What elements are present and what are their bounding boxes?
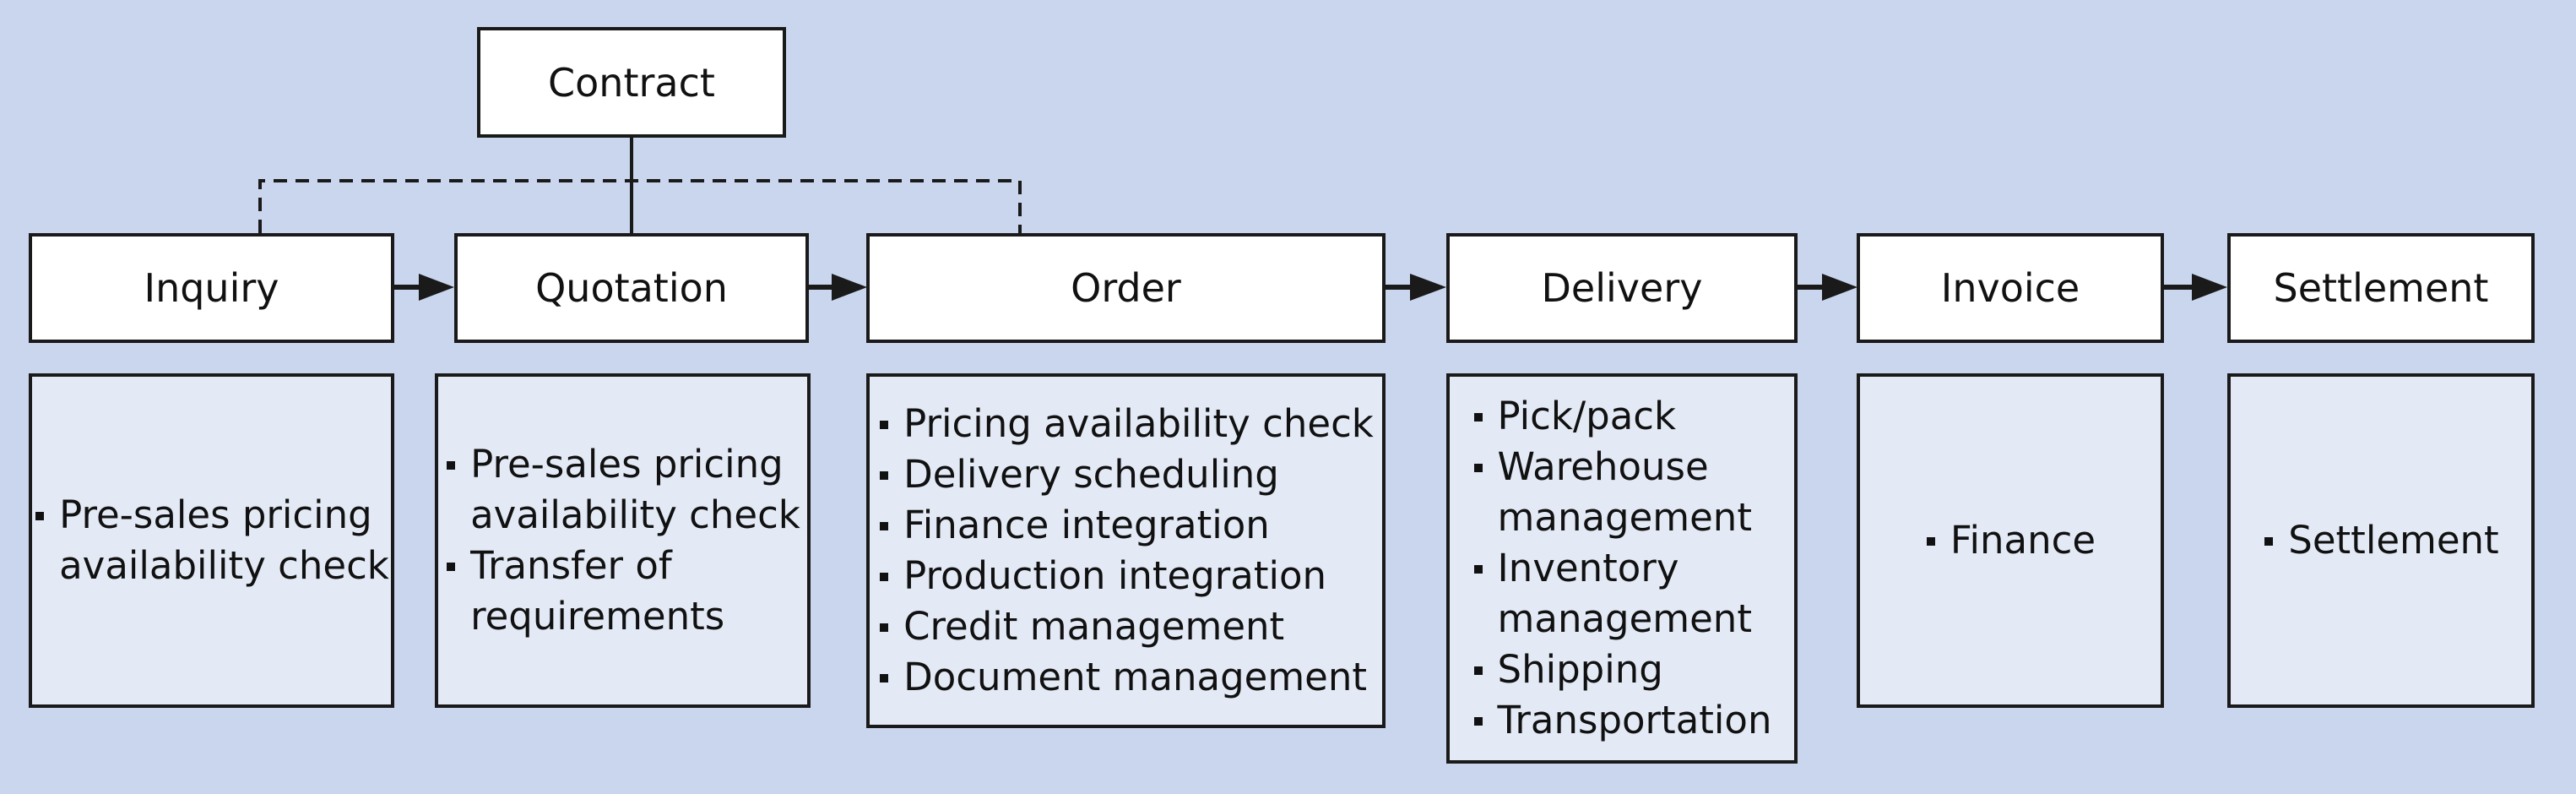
- detail-item: Pre-sales pricing availability check: [445, 439, 800, 541]
- detail-item: Shipping: [1472, 644, 1772, 695]
- detail-item: Warehouse management: [1472, 442, 1772, 543]
- detail-item: Document management: [878, 652, 1374, 703]
- stage-invoice-label: Invoice: [1940, 265, 2080, 311]
- detail-item: Finance: [1925, 515, 2096, 566]
- contract-dashed-link: [258, 137, 1022, 233]
- stage-delivery-label: Delivery: [1541, 265, 1703, 311]
- detail-item: Inventory management: [1472, 543, 1772, 644]
- detail-item: Credit management: [878, 601, 1374, 652]
- stage-delivery-box: Delivery: [1446, 233, 1798, 343]
- stage-quotation-label: Quotation: [535, 265, 728, 311]
- detail-item: Delivery scheduling: [878, 449, 1374, 500]
- stage-settlement-details: Settlement: [2227, 373, 2535, 708]
- detail-item: Pre-sales pricing availability check: [34, 490, 389, 591]
- stage-order-details: Pricing availability check Delivery sche…: [866, 373, 1386, 728]
- stage-invoice-box: Invoice: [1857, 233, 2164, 343]
- contract-box: Contract: [477, 27, 786, 138]
- stage-quotation-details: Pre-sales pricing availability check Tra…: [435, 373, 811, 708]
- flow-arrow: [1797, 274, 1857, 301]
- contract-label: Contract: [548, 59, 715, 106]
- stage-invoice-details: Finance: [1857, 373, 2164, 708]
- flow-arrow: [1385, 274, 1446, 301]
- flow-arrow: [808, 274, 867, 301]
- flow-arrow: [2163, 274, 2227, 301]
- stage-order-label: Order: [1071, 265, 1181, 311]
- detail-item: Transportation: [1472, 695, 1771, 746]
- stage-settlement-box: Settlement: [2227, 233, 2535, 343]
- detail-item: Settlement: [2263, 515, 2499, 566]
- stage-delivery-details: Pick/pack Warehouse management Inventory…: [1446, 373, 1798, 764]
- stage-order-box: Order: [866, 233, 1386, 343]
- stage-quotation-box: Quotation: [454, 233, 809, 343]
- stage-inquiry-label: Inquiry: [144, 265, 279, 311]
- detail-item: Production integration: [878, 551, 1374, 601]
- stage-inquiry-box: Inquiry: [29, 233, 394, 343]
- detail-item: Pricing availability check: [878, 399, 1374, 449]
- detail-item: Transfer of requirements: [445, 541, 800, 642]
- detail-item: Finance integration: [878, 500, 1374, 551]
- stage-inquiry-details: Pre-sales pricing availability check: [29, 373, 394, 708]
- detail-item: Pick/pack: [1472, 391, 1772, 442]
- stage-settlement-label: Settlement: [2273, 265, 2489, 311]
- flow-arrow: [393, 274, 454, 301]
